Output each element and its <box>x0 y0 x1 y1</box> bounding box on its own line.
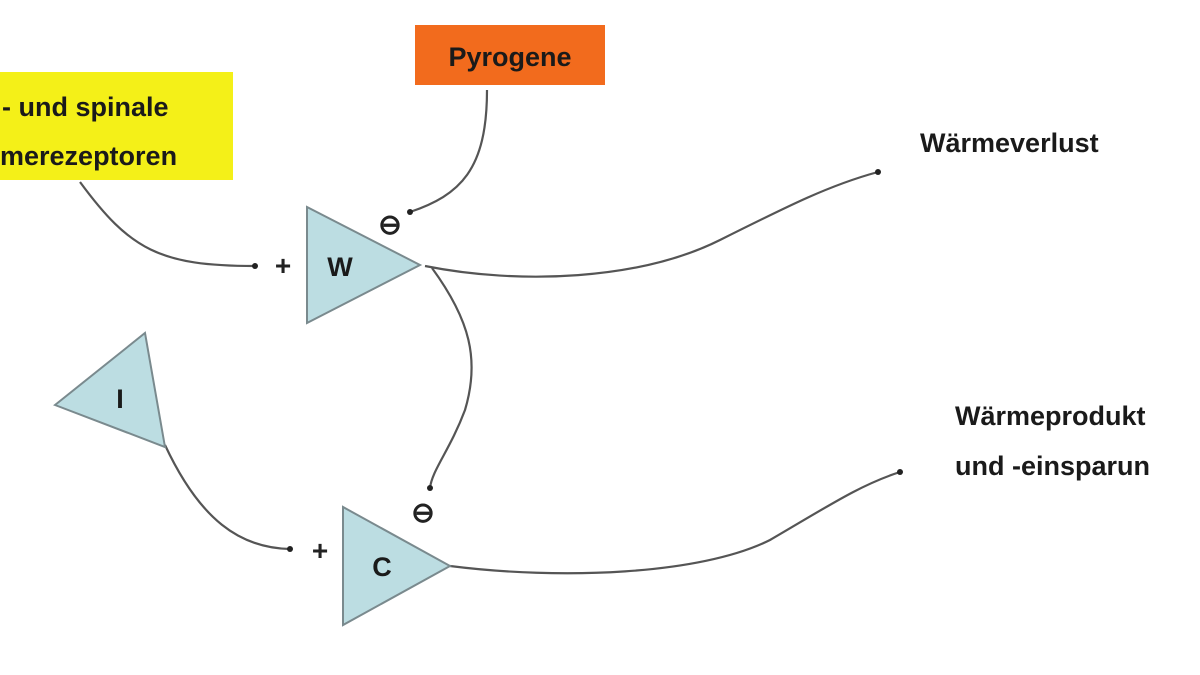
w-label: W <box>327 252 353 282</box>
heat-loss-label: Wärmeverlust <box>920 128 1099 158</box>
w-plus-sign: + <box>275 250 291 281</box>
c-label: C <box>372 552 392 582</box>
c-node: C <box>342 505 453 627</box>
w-to-heat-loss-arrow <box>424 169 881 278</box>
i-to-c-arrow <box>164 444 293 552</box>
receptor-label-line2: merezeptoren <box>0 141 177 171</box>
pyrogene-label: Pyrogene <box>448 42 571 72</box>
w-node: W <box>306 205 423 325</box>
pyrogene-to-w-arrow <box>407 89 489 215</box>
receptor-to-w-arrow <box>79 181 258 269</box>
heat-production-label-line1: Wärmeprodukt <box>955 401 1146 431</box>
w-to-c-arrow <box>427 267 473 491</box>
i-label: I <box>116 384 124 414</box>
receptor-label-line1: - und spinale <box>2 92 169 122</box>
heat-production-label-line2: und -einsparun <box>955 451 1150 481</box>
w-minus-sign: ⊖ <box>378 209 401 240</box>
receptor-box: - und spinale merezeptoren <box>0 72 233 180</box>
i-node: I <box>53 331 167 449</box>
c-minus-sign: ⊖ <box>411 497 434 528</box>
c-to-heat-production-arrow <box>449 469 903 575</box>
c-plus-sign: + <box>312 535 328 566</box>
pyrogene-box: Pyrogene <box>415 25 605 85</box>
